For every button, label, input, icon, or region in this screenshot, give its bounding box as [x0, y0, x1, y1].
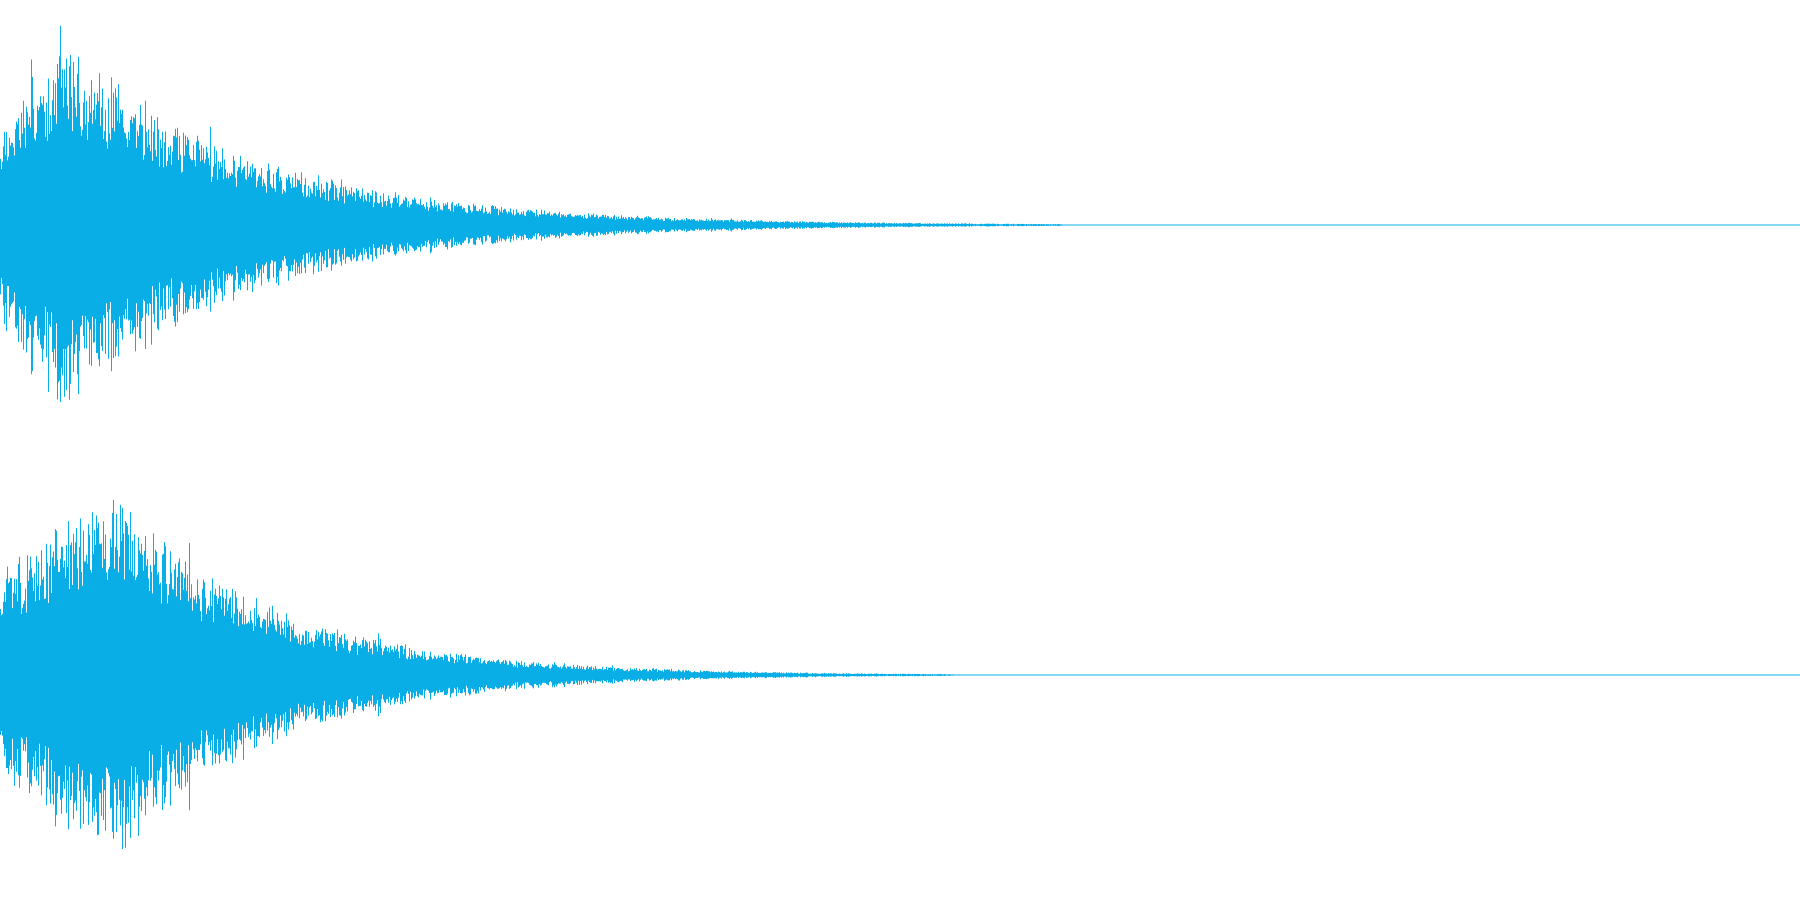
waveform-left-svg	[0, 25, 1800, 402]
waveform-channel-left[interactable]	[0, 0, 1800, 450]
waveform-right-path	[0, 499, 954, 849]
waveform-right-svg	[0, 499, 1800, 849]
waveform-left-path	[0, 25, 1062, 402]
waveform-channel-right[interactable]	[0, 450, 1800, 900]
